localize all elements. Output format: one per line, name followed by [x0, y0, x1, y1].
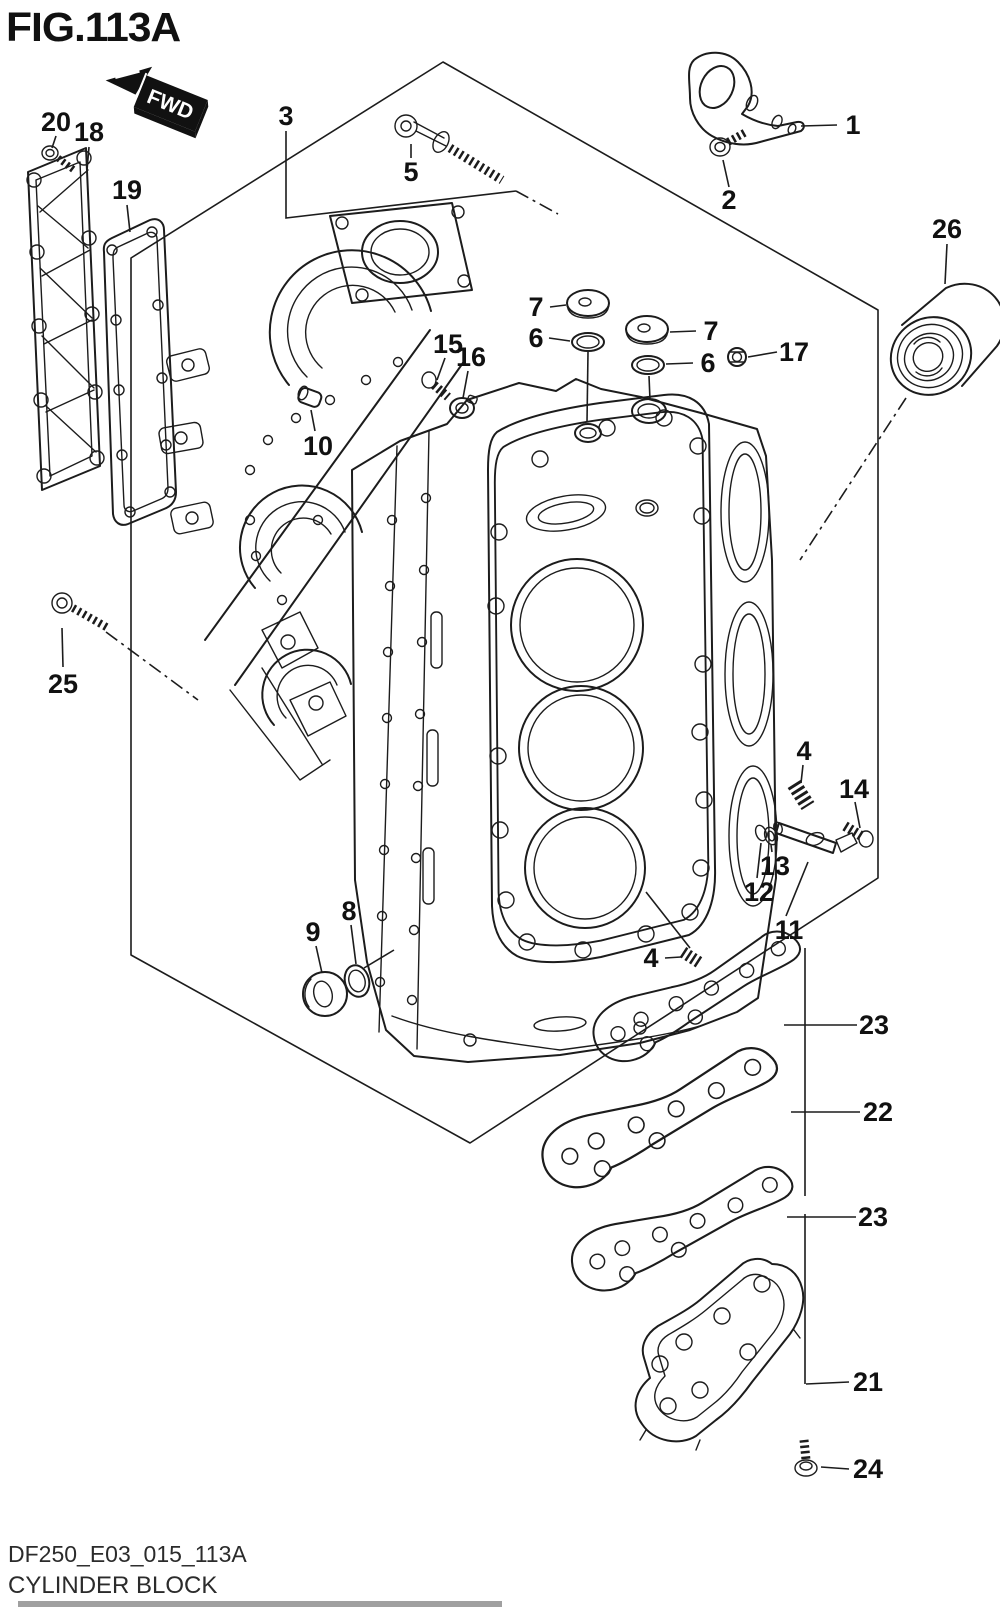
footer-part-name: CYLINDER BLOCK [8, 1572, 218, 1599]
callout-2-label: 2 [721, 185, 736, 215]
spring-4-upper [787, 779, 815, 811]
callout-23A-label: 23 [859, 1010, 889, 1040]
callout-21-label: 21 [853, 1367, 883, 1397]
oil-filter-26 [889, 282, 1000, 396]
callout-16-label: 16 [456, 342, 486, 372]
bracket-21 [634, 1258, 805, 1451]
clamp-16 [449, 394, 478, 419]
gasket-19 [102, 218, 177, 526]
washer-12 [754, 824, 768, 842]
bottom-bar [18, 1601, 502, 1607]
bolt-24 [794, 1439, 818, 1477]
callout-5-label: 5 [403, 157, 418, 187]
callout-7L-label: 7 [528, 292, 543, 322]
retainer-plate-18 [26, 147, 105, 491]
dowel-10 [297, 385, 323, 408]
nut-17 [727, 347, 747, 367]
callout-4A-label: 4 [796, 736, 811, 766]
screw-4-lower [645, 891, 704, 969]
fwd-arrow: FWD [105, 66, 209, 139]
callout-6R-label: 6 [700, 348, 715, 378]
gasket-22 [538, 1026, 780, 1209]
cylinder-block-drawing [351, 378, 778, 1063]
callout-10-label: 10 [303, 431, 333, 461]
alignment-lines [799, 397, 907, 1384]
callout-24-label: 24 [853, 1454, 883, 1484]
callout-12-label: 12 [744, 877, 774, 907]
callout-15-label: 15 [433, 329, 463, 359]
bolt-25 [51, 592, 110, 632]
callout-4B-label: 4 [643, 943, 658, 973]
o-ring-6-left [571, 332, 605, 423]
callout-13-label: 13 [760, 851, 790, 881]
cap-9 [302, 971, 348, 1017]
bolt-20 [41, 145, 77, 173]
callout-9-label: 9 [305, 917, 320, 947]
crankcase-half-drawing [158, 202, 473, 781]
bolt-5 [394, 114, 505, 184]
callout-18-label: 18 [74, 117, 104, 147]
callout-26-label: 26 [932, 214, 962, 244]
callout-3-label: 3 [278, 101, 293, 131]
callout-11-label: 11 [775, 915, 804, 945]
callout-25-label: 25 [48, 669, 78, 699]
frame-border [130, 61, 879, 1144]
plug-15 [421, 371, 451, 401]
plug-cap-7-right [625, 315, 669, 345]
screw-14 [842, 821, 874, 848]
bracket-1 [688, 51, 805, 146]
callout-14-label: 14 [839, 774, 869, 804]
shaft-11 [773, 821, 858, 854]
leader-lines [51, 124, 948, 1470]
figure-title: FIG.113A [6, 4, 181, 50]
callout-8-label: 8 [341, 896, 356, 926]
callout-1-label: 1 [845, 110, 860, 140]
bolt-2 [709, 128, 748, 157]
callout-17-label: 17 [779, 337, 809, 367]
gasket-23-lower [567, 1140, 796, 1316]
callout-19-label: 19 [112, 175, 142, 205]
o-ring-6-right [631, 355, 665, 401]
callout-6L-label: 6 [528, 323, 543, 353]
plug-cap-7-left [566, 289, 610, 319]
callout-22-label: 22 [863, 1097, 893, 1127]
callout-20-label: 20 [41, 107, 71, 137]
footer-drawing-code: DF250_E03_015_113A [8, 1541, 247, 1567]
callout-7R-label: 7 [703, 316, 718, 346]
o-ring-8 [343, 949, 395, 998]
callout-23B-label: 23 [858, 1202, 888, 1232]
